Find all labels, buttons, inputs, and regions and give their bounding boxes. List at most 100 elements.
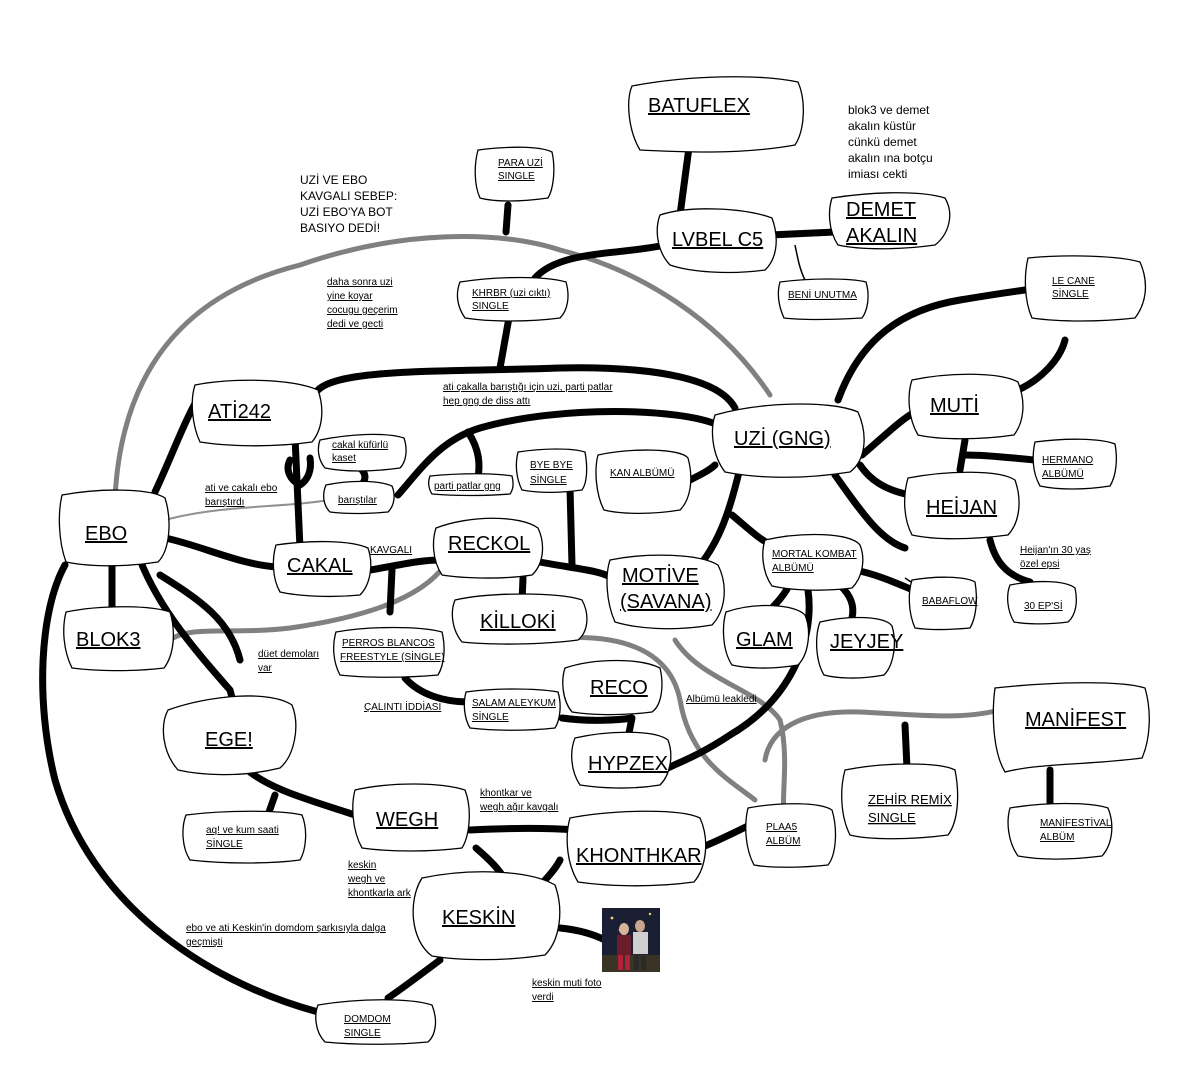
node-plaas-shape[interactable] [745, 803, 837, 868]
node-jeyjey-shape[interactable] [816, 616, 895, 679]
line-parauzi [502, 201, 512, 236]
gray-line-manifest-plaas [762, 707, 1003, 763]
node-30ep-label: 30 EP'Sİ [1024, 599, 1063, 612]
line-ebo-ege-arc [156, 571, 244, 664]
node-uzi-shape[interactable] [711, 403, 865, 478]
node-batuflex-label: BATUFLEX [648, 95, 750, 117]
node-lvbel-shape[interactable] [656, 208, 777, 274]
note-sonra-uzi-3: cocugu geçerim [327, 305, 398, 316]
node-muti-shape[interactable] [908, 373, 1024, 440]
node-partipatlar-label: parti patlar gng [434, 481, 501, 492]
line-ebo-cakal [161, 534, 282, 571]
node-domdom-label-1: DOMDOM [344, 1014, 391, 1025]
line-ebo-ati [151, 394, 202, 496]
annotations: UZİ VE EBO KAVGALI SEBEP: UZİ EBO'YA BOT… [186, 103, 1091, 1003]
node-heijan-shape[interactable] [904, 471, 1020, 540]
node-plaas-label-1: PLAA5 [766, 822, 798, 833]
node-zehir-shape[interactable] [841, 763, 959, 840]
node-kan-shape[interactable] [595, 449, 692, 515]
node-mortal-label-1: MORTAL KOMBAT [772, 549, 857, 560]
node-zehir-label-1: ZEHİR REMİX [868, 792, 952, 807]
node-partipatlar-shape[interactable] [428, 473, 514, 497]
node-killoki-shape[interactable] [451, 593, 588, 645]
node-khrbr-shape[interactable] [456, 276, 569, 322]
line-ati-uzi [314, 364, 739, 412]
node-domdom-shape[interactable] [315, 999, 437, 1045]
node-reco-label: RECO [590, 677, 648, 699]
note-khontkar-wegh-2: wegh ağır kavgalı [479, 802, 558, 813]
line-ati-cakal [291, 433, 304, 552]
node-keskin-shape[interactable] [412, 871, 561, 961]
note-keskin-muti-1: keskin muti foto [532, 978, 602, 989]
line-uzi-mortal-right [831, 471, 909, 552]
node-kufurlu-label-2: kaset [332, 453, 356, 464]
node-aq-shape[interactable] [182, 810, 307, 864]
gray-line-motive-plaas [672, 637, 788, 818]
note-sonra-uzi-1: daha sonra uzi [327, 277, 393, 288]
note-sonra-uzi-2: yine koyar [327, 291, 373, 302]
gray-connections [112, 234, 1003, 818]
node-ati242-shape[interactable] [191, 379, 323, 447]
node-byebye-shape[interactable] [515, 448, 588, 493]
node-motive-shape[interactable] [606, 554, 725, 630]
node-hermano-shape[interactable] [1032, 438, 1117, 490]
line-partipatlar-stub [464, 428, 483, 482]
line-reckol-motive [536, 558, 616, 582]
node-manifest-shape[interactable] [992, 682, 1150, 773]
note-uzi-ebo-1: UZİ VE EBO [300, 173, 367, 187]
node-blok3-shape[interactable] [63, 606, 175, 672]
node-babaflow-shape[interactable] [908, 576, 977, 631]
note-ati-cakal-baris-1: ati ve cakalı ebo [205, 483, 278, 494]
node-khonthkar-shape[interactable] [566, 810, 707, 887]
node-salam-label-1: SALAM ALEYKUM [472, 698, 556, 709]
node-30ep-shape[interactable] [1007, 580, 1077, 625]
node-parauzi-shape[interactable] [474, 146, 555, 202]
node-kufurlu-shape[interactable] [317, 433, 407, 472]
node-motive-label-1: MOTİVE [622, 564, 699, 587]
node-beniunutma-shape[interactable] [777, 278, 869, 321]
node-cakal-shape[interactable] [272, 540, 372, 598]
node-parauzi-label-1: PARA UZİ [498, 156, 543, 169]
node-demet-shape[interactable] [828, 192, 951, 250]
node-lecane-shape[interactable] [1024, 255, 1147, 322]
line-uzi-lecane [834, 286, 1029, 404]
node-batuflex-shape[interactable] [628, 76, 804, 153]
node-perros-shape[interactable] [333, 626, 445, 678]
node-mortal-shape[interactable] [762, 533, 864, 591]
node-salam-shape[interactable] [463, 688, 561, 731]
note-heijan-30-2: özel epsi [1020, 559, 1059, 570]
node-babaflow-label: BABAFLOW [922, 596, 978, 607]
line-heijan-hermano [961, 451, 1039, 464]
node-uzi-label: UZİ (GNG) [734, 427, 831, 450]
node-wegh-shape[interactable] [352, 783, 470, 852]
node-ebo-shape[interactable] [58, 489, 170, 567]
node-khonthkar-label: KHONTHKAR [576, 845, 702, 867]
node-mortal-label-2: ALBÜMÜ [772, 562, 814, 574]
node-hermano-label-1: HERMANO [1042, 455, 1093, 466]
node-byebye-label-2: SİNGLE [530, 473, 567, 486]
node-baristilar-shape[interactable] [323, 480, 395, 515]
line-uzi-heijan [856, 461, 914, 499]
note-uzi-ebo-4: BASIYO DEDİ! [300, 221, 380, 235]
node-manifestival-shape[interactable] [1007, 802, 1113, 860]
note-ati-cakal-baris-2: barıştırdı [205, 497, 244, 508]
node-ebo-label: EBO [85, 523, 127, 545]
note-ati-cakal-uzi-1: ati çakalla barıştığı için uzi, parti pa… [443, 382, 613, 393]
node-glam-shape[interactable] [722, 604, 810, 669]
line-keskin-photo [556, 924, 609, 944]
node-ege-shape[interactable] [162, 695, 297, 776]
node-reckol-shape[interactable] [432, 517, 544, 579]
node-reckol-label: RECKOL [448, 533, 530, 555]
node-hypzex-shape[interactable] [571, 731, 672, 789]
node-glam-label: GLAM [736, 629, 793, 651]
note-uzi-ebo-3: UZİ EBO'YA BOT [300, 205, 393, 219]
note-kavgali: KAVGALI [370, 545, 412, 556]
line-reckol-perros [386, 566, 396, 616]
note-duet-2: var [258, 663, 273, 674]
line-ebo-ege [136, 556, 238, 709]
node-khrbr-label-1: KHRBR (uzi cıktı) [472, 288, 550, 299]
line-muti-uzi [858, 408, 919, 459]
node-salam-label-2: SİNGLE [472, 710, 509, 723]
node-reco-shape[interactable] [562, 659, 663, 716]
node-blok3-label: BLOK3 [76, 629, 140, 651]
